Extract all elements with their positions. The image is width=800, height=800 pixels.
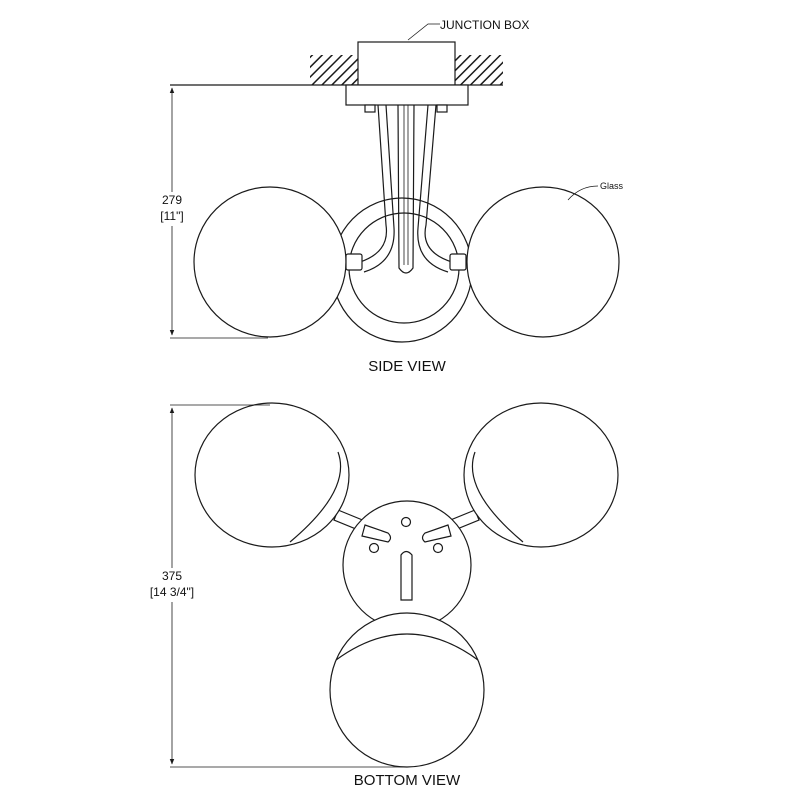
canopy-nut-right xyxy=(436,104,448,113)
bottom-globe-front xyxy=(329,612,485,768)
height-mm: 279 xyxy=(162,193,182,207)
glass-label: Glass xyxy=(600,181,624,191)
bottom-globe-left xyxy=(194,402,350,548)
bottom-view-title: BOTTOM VIEW xyxy=(354,772,461,789)
junction-box xyxy=(357,41,456,86)
height-in: [11"] xyxy=(160,209,183,223)
screw-center xyxy=(400,516,412,528)
screw-right xyxy=(432,542,444,554)
canopy-nut-left xyxy=(364,104,376,113)
ceiling-hatch-right xyxy=(455,55,503,85)
width-mm: 375 xyxy=(162,569,182,583)
globe-left xyxy=(193,186,347,338)
screw-left xyxy=(368,542,380,554)
side-view-title: SIDE VIEW xyxy=(368,358,446,375)
junction-box-label: JUNCTION BOX xyxy=(440,18,529,32)
ceiling-hatch-left xyxy=(310,55,358,85)
stems xyxy=(359,104,453,274)
side-view: JUNCTION BOX Glass 279 [11"] SIDE VIEW xyxy=(150,18,624,375)
socket-left xyxy=(345,253,363,271)
width-in: [14 3/4"] xyxy=(150,585,194,599)
bottom-globe-right xyxy=(463,402,619,548)
canopy xyxy=(345,84,469,106)
socket-right xyxy=(449,253,467,271)
globe-right xyxy=(466,186,620,338)
bottom-view: 375 [14 3/4"] BOTTOM VIEW xyxy=(128,402,619,789)
